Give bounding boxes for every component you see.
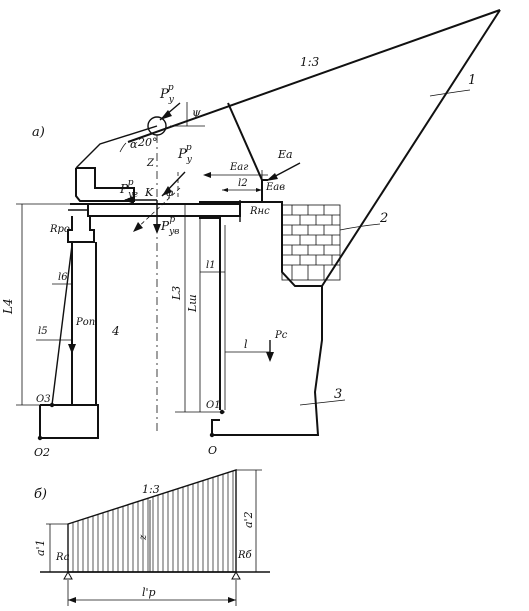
- point-o1-label: O1: [206, 400, 221, 411]
- point-o2-label: O2: [34, 446, 50, 459]
- dim-l2-arrow-right: [256, 188, 262, 192]
- angle-phi-label: φ: [166, 188, 173, 199]
- reaction-ra-label: Ra: [55, 552, 70, 563]
- force-resultant-arrowhead: [133, 222, 143, 232]
- reaction-rpo-label: Rро: [49, 224, 70, 235]
- slope-label-b: 1:3: [142, 483, 160, 496]
- force-py-mid-arrowhead: [162, 186, 172, 196]
- left-pier-outline: [67, 216, 95, 243]
- force-pc-label: Pс: [274, 330, 288, 341]
- label-2: 2: [379, 211, 388, 226]
- abutment-stem: [199, 216, 221, 410]
- point-o-dot: [209, 432, 215, 438]
- dim-a2-label: a'2: [242, 511, 255, 528]
- force-resultant-line: [134, 187, 181, 231]
- panel-a-label: а): [32, 125, 45, 140]
- force-py-top-label: Pyр: [159, 83, 175, 105]
- dim-span-arrow-right: [228, 597, 236, 603]
- label-4: 4: [111, 324, 120, 338]
- dim-z-label: z: [138, 534, 149, 541]
- hatch-lines: [72, 470, 234, 572]
- force-pyg-arrowhead: [124, 196, 134, 204]
- deck-top-outline: [75, 125, 158, 169]
- angle-alpha-arc: [119, 142, 127, 153]
- slope-label-a: 1:3: [300, 55, 320, 69]
- force-pyv-label: Pyвр: [160, 215, 179, 237]
- support-left: [63, 570, 73, 580]
- angle-alpha-label: α: [130, 138, 138, 151]
- force-eag-arrowhead: [203, 172, 211, 178]
- dim-l-label: l: [244, 338, 248, 351]
- support-right: [231, 570, 241, 580]
- angle-psi-label: ψ: [192, 106, 201, 119]
- rail-outline: [75, 167, 135, 202]
- dim-l6-label: l6: [58, 272, 68, 283]
- dim-a1-label: a'1: [34, 539, 47, 556]
- embankment-slope-line: [127, 9, 501, 143]
- force-ea-label: Eа: [277, 148, 293, 161]
- force-pop-label: Pоп: [75, 317, 95, 328]
- panel-a: а) 1:3 1 Pyр ψ α 20° Z Pyр Pyгр K φ Pyвр…: [1, 9, 501, 459]
- force-eag-label: Eаг: [229, 162, 248, 173]
- masonry-block: [281, 204, 341, 281]
- span-label: l'р: [142, 586, 156, 599]
- force-ea-arrowhead: [266, 173, 278, 181]
- force-py-top-arrowhead: [160, 110, 172, 120]
- back-wall-top: [199, 180, 263, 204]
- panel-b: б) 1:3 a'1 a'2 z Ra Rб l'р: [34, 469, 270, 606]
- dim-span-arrow-left: [68, 597, 76, 603]
- point-k-label: K: [144, 186, 154, 199]
- label-3: 3: [334, 387, 342, 402]
- force-pop-arrowhead: [68, 344, 76, 354]
- force-pyg-label: Pyгр: [119, 178, 138, 200]
- point-o3-dot: [49, 402, 55, 408]
- leader-line-2: [339, 223, 381, 231]
- point-o1-dot: [219, 409, 225, 415]
- panel-b-label: б): [34, 487, 47, 502]
- label-1: 1: [468, 73, 476, 88]
- dim-l5-label: l5: [38, 326, 48, 337]
- force-py-mid-label: Pyр: [177, 143, 193, 165]
- leader-line-3: [299, 399, 346, 406]
- dim-l2-arrow-left: [222, 188, 228, 192]
- force-pyv-arrowhead: [153, 224, 161, 234]
- point-o-label: O: [208, 444, 217, 457]
- axis-z-label: Z: [146, 158, 155, 169]
- reaction-rb-label: Rб: [237, 550, 253, 561]
- dim-lu-label: Lш: [186, 294, 199, 313]
- leader-line-1: [429, 89, 471, 97]
- force-pc-arrowhead: [266, 352, 274, 362]
- dim-l2-label: l2: [238, 178, 248, 189]
- force-eav-label: Eав: [265, 182, 285, 193]
- left-pier-lean: [51, 244, 73, 406]
- point-o3-label: O3: [36, 394, 51, 405]
- dim-l4-label: L4: [1, 298, 15, 315]
- dim-l3-label: L3: [170, 286, 183, 301]
- dim-l1-label: l1: [206, 260, 216, 271]
- abutment-body-outline: [211, 201, 323, 436]
- reaction-rnc-label: Rнс: [249, 206, 270, 217]
- deck-beam: [70, 203, 241, 217]
- angle-value-label: 20°: [137, 136, 158, 149]
- embankment-right-slope: [321, 9, 501, 287]
- point-o2-dot: [37, 435, 43, 441]
- left-pier-footing: [39, 404, 99, 439]
